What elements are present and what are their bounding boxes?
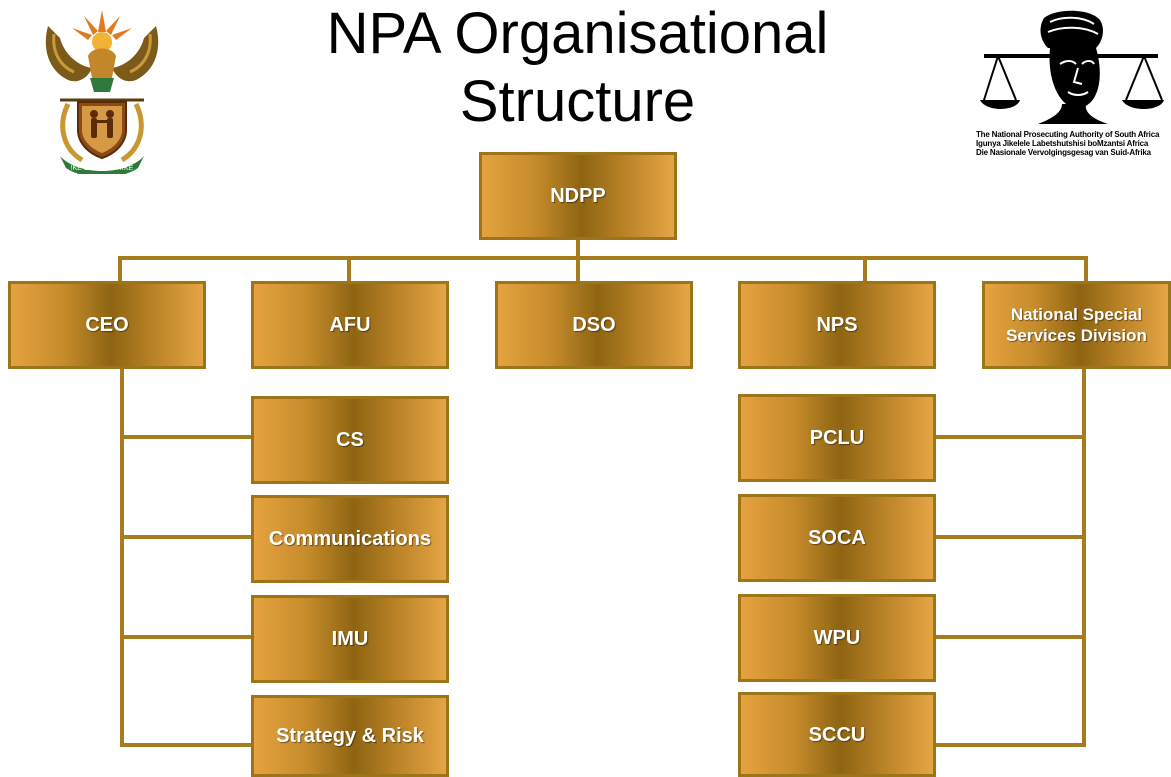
connector-ceo-imu [120, 635, 254, 639]
npa-caption: The National Prosecuting Authority of So… [976, 130, 1170, 157]
title-line-2: Structure [459, 69, 696, 134]
connector-afu-drop [347, 256, 351, 284]
npa-caption-line: Igunya Jikelele Labetshutshisi boMzantsi… [976, 139, 1149, 148]
org-box-ndpp: NDPP [479, 152, 677, 240]
connector-level2-bus [118, 256, 1088, 260]
org-box-cs: CS [251, 396, 449, 484]
org-box-nssd: National Special Services Division [982, 281, 1171, 369]
org-box-soca: SOCA [738, 494, 936, 582]
connector-nssd-trunk [1082, 367, 1086, 747]
org-box-strategy-risk: Strategy & Risk [251, 695, 449, 777]
connector-nssd-soca [934, 535, 1086, 539]
connector-nssd-pclu [934, 435, 1086, 439]
org-box-wpu: WPU [738, 594, 936, 682]
connector-ceo-communications [120, 535, 254, 539]
title-line-1: NPA Organisational [326, 1, 829, 66]
connector-ceo-strategy [120, 743, 254, 747]
connector-nssd-drop [1084, 256, 1088, 284]
org-box-pclu: PCLU [738, 394, 936, 482]
page-title: NPA Organisational Structure [280, 0, 875, 136]
org-box-dso: DSO [495, 281, 693, 369]
connector-ceo-trunk [120, 367, 124, 747]
npa-justice-logo-icon [980, 10, 1164, 124]
connector-ceo-cs [120, 435, 254, 439]
connector-ceo-drop [118, 256, 122, 284]
org-box-ceo: CEO [8, 281, 206, 369]
org-box-sccu: SCCU [738, 692, 936, 777]
npa-caption-line: Die Nasionale Vervolgingsgesag van Suid-… [976, 148, 1151, 157]
connector-ndpp-down [576, 238, 580, 258]
org-box-imu: IMU [251, 595, 449, 683]
connector-nssd-sccu [934, 743, 1086, 747]
org-box-communications: Communications [251, 495, 449, 583]
org-box-afu: AFU [251, 281, 449, 369]
connector-nps-drop [863, 256, 867, 284]
org-box-nps: NPS [738, 281, 936, 369]
connector-nssd-wpu [934, 635, 1086, 639]
npa-caption-line: The National Prosecuting Authority of So… [976, 130, 1160, 139]
coat-of-arms-icon: !KE E: /XARRA //KE [45, 10, 159, 174]
motto-text: !KE E: /XARRA //KE [71, 165, 134, 172]
connector-dso-drop [576, 256, 580, 284]
